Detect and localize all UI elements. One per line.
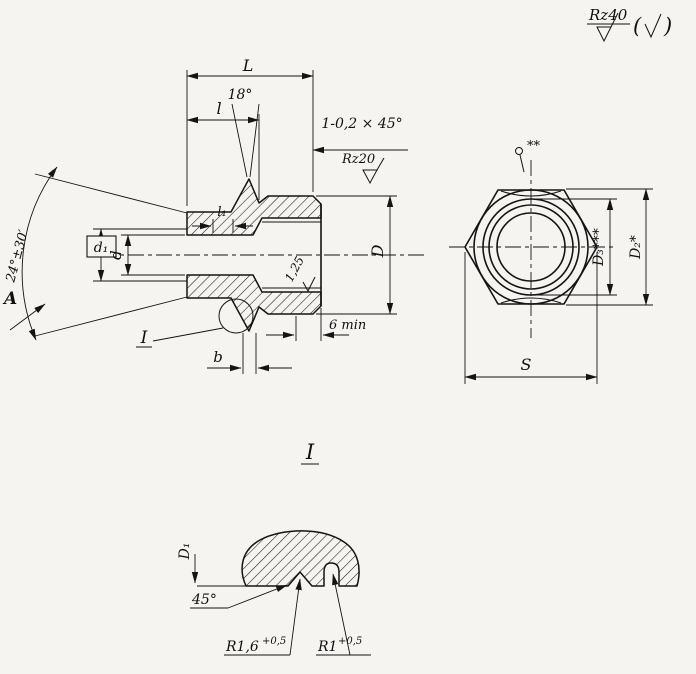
dim-L: L xyxy=(186,56,314,206)
roughness-rz20: Rz20 xyxy=(341,152,385,185)
dim-label-d1: d₁ xyxy=(94,240,109,256)
dim-label-b: b xyxy=(213,348,223,366)
dim-label-L: L xyxy=(242,56,254,75)
dim-label-D: D xyxy=(368,244,387,258)
bore-circle xyxy=(496,212,566,282)
detail-view: I D₁ 45° R1,6 +0,5 R1 +0,5 xyxy=(177,440,371,656)
paren-open: ( xyxy=(633,14,642,38)
radius-outer-label: R1,6 xyxy=(225,639,259,655)
end-view: ** D₃*** D₂* S xyxy=(449,139,653,384)
dim-D3: D₃*** xyxy=(533,198,617,296)
roughness-value-label: Rz40 xyxy=(588,6,628,24)
detail-reference: I xyxy=(136,298,254,348)
dim-l1: l₁ xyxy=(192,205,253,233)
roughness-check-icon xyxy=(644,13,662,39)
dim-S: S xyxy=(464,252,598,384)
dim-6min: 6 min xyxy=(266,308,366,341)
dim-d1: d₁ xyxy=(86,228,187,282)
dim-d: d xyxy=(107,234,185,276)
dim-D2: D₂* xyxy=(566,188,653,306)
roughness-triangle-icon xyxy=(596,26,612,43)
chamfer-circle xyxy=(473,189,589,305)
dim-label-d: d xyxy=(107,250,125,260)
thread-circle xyxy=(488,204,574,290)
dim-R1: R1 +0,5 xyxy=(316,573,371,656)
dim-angle-18: 18° xyxy=(228,87,260,178)
detail-ref-label: I xyxy=(140,328,148,348)
roughness-cone-label: 1,25 xyxy=(282,254,307,284)
roughness-check-icon-small xyxy=(302,276,316,293)
mark-circle-icon xyxy=(515,147,523,155)
dim-chamfer: 1-0,2 × 45° xyxy=(312,116,408,154)
detail-title: I xyxy=(305,440,315,464)
chamfer-arc-top xyxy=(500,190,562,197)
dim-label-D2: D₂* xyxy=(628,235,644,260)
cone-circle xyxy=(482,198,580,296)
mark-label: ** xyxy=(527,139,541,154)
dim-label-D3: D₃*** xyxy=(591,228,607,267)
cone-angle-label: 24°±30′ xyxy=(3,228,32,285)
dim-b: b xyxy=(207,333,292,374)
view-direction-A: A xyxy=(2,289,46,331)
paren-close: ) xyxy=(663,14,672,38)
center-mark-note: ** xyxy=(515,139,541,173)
view-label-A: A xyxy=(2,289,17,309)
detail-circle xyxy=(218,298,254,334)
chamfer-45-label: 45° xyxy=(191,592,217,608)
main-section-view: L 18° l 1-0,2 × 45° Rz20 xyxy=(2,56,425,374)
section-lower-half xyxy=(186,274,322,332)
angle-label-18: 18° xyxy=(228,87,253,103)
roughness-cone: 1,25 xyxy=(282,254,316,293)
dim-label-6min: 6 min xyxy=(329,318,366,333)
radius-outer-tolerance: +0,5 xyxy=(262,636,286,647)
chamfer-label: 1-0,2 × 45° xyxy=(321,116,402,132)
general-roughness-note: Rz40 ( ) xyxy=(587,6,672,43)
dim-R16: R1,6 +0,5 xyxy=(224,578,302,656)
dim-D: D xyxy=(316,195,397,315)
dim-45: 45° xyxy=(190,584,288,609)
roughness-rz20-label: Rz20 xyxy=(341,152,375,167)
chamfer-arc-bottom xyxy=(500,297,562,304)
dim-D1: D₁ xyxy=(177,543,199,584)
reference-dim-box xyxy=(86,235,117,258)
dim-label-D1: D₁ xyxy=(177,543,193,561)
hexagon-outline xyxy=(464,189,598,305)
dim-l: l xyxy=(186,99,260,200)
dim-label-l1: l₁ xyxy=(217,205,226,220)
dim-label-S: S xyxy=(521,355,532,374)
roughness-triangle-icon xyxy=(362,169,378,185)
detail-groove-profile xyxy=(241,530,360,587)
radius-inner-tolerance: +0,5 xyxy=(338,636,362,647)
radius-inner-label: R1 xyxy=(317,639,337,655)
section-upper-half xyxy=(186,178,322,236)
dim-label-l: l xyxy=(216,99,221,118)
